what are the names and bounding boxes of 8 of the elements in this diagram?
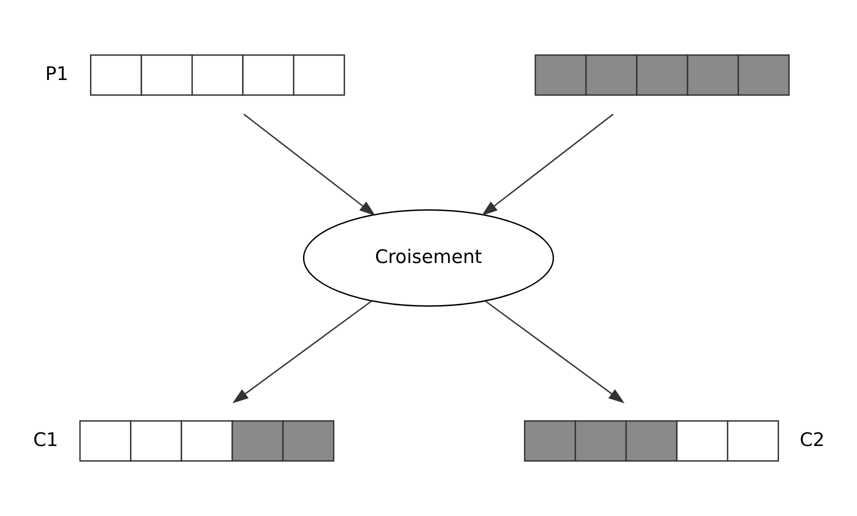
arrow	[482, 114, 614, 216]
arrow	[485, 300, 625, 404]
node-ellipse: Croisement	[302, 209, 554, 307]
arrow	[232, 300, 372, 404]
arrow	[243, 114, 376, 216]
node-label: C1	[33, 430, 58, 451]
node-label: P1	[45, 64, 68, 86]
node-label: C2	[800, 430, 825, 451]
